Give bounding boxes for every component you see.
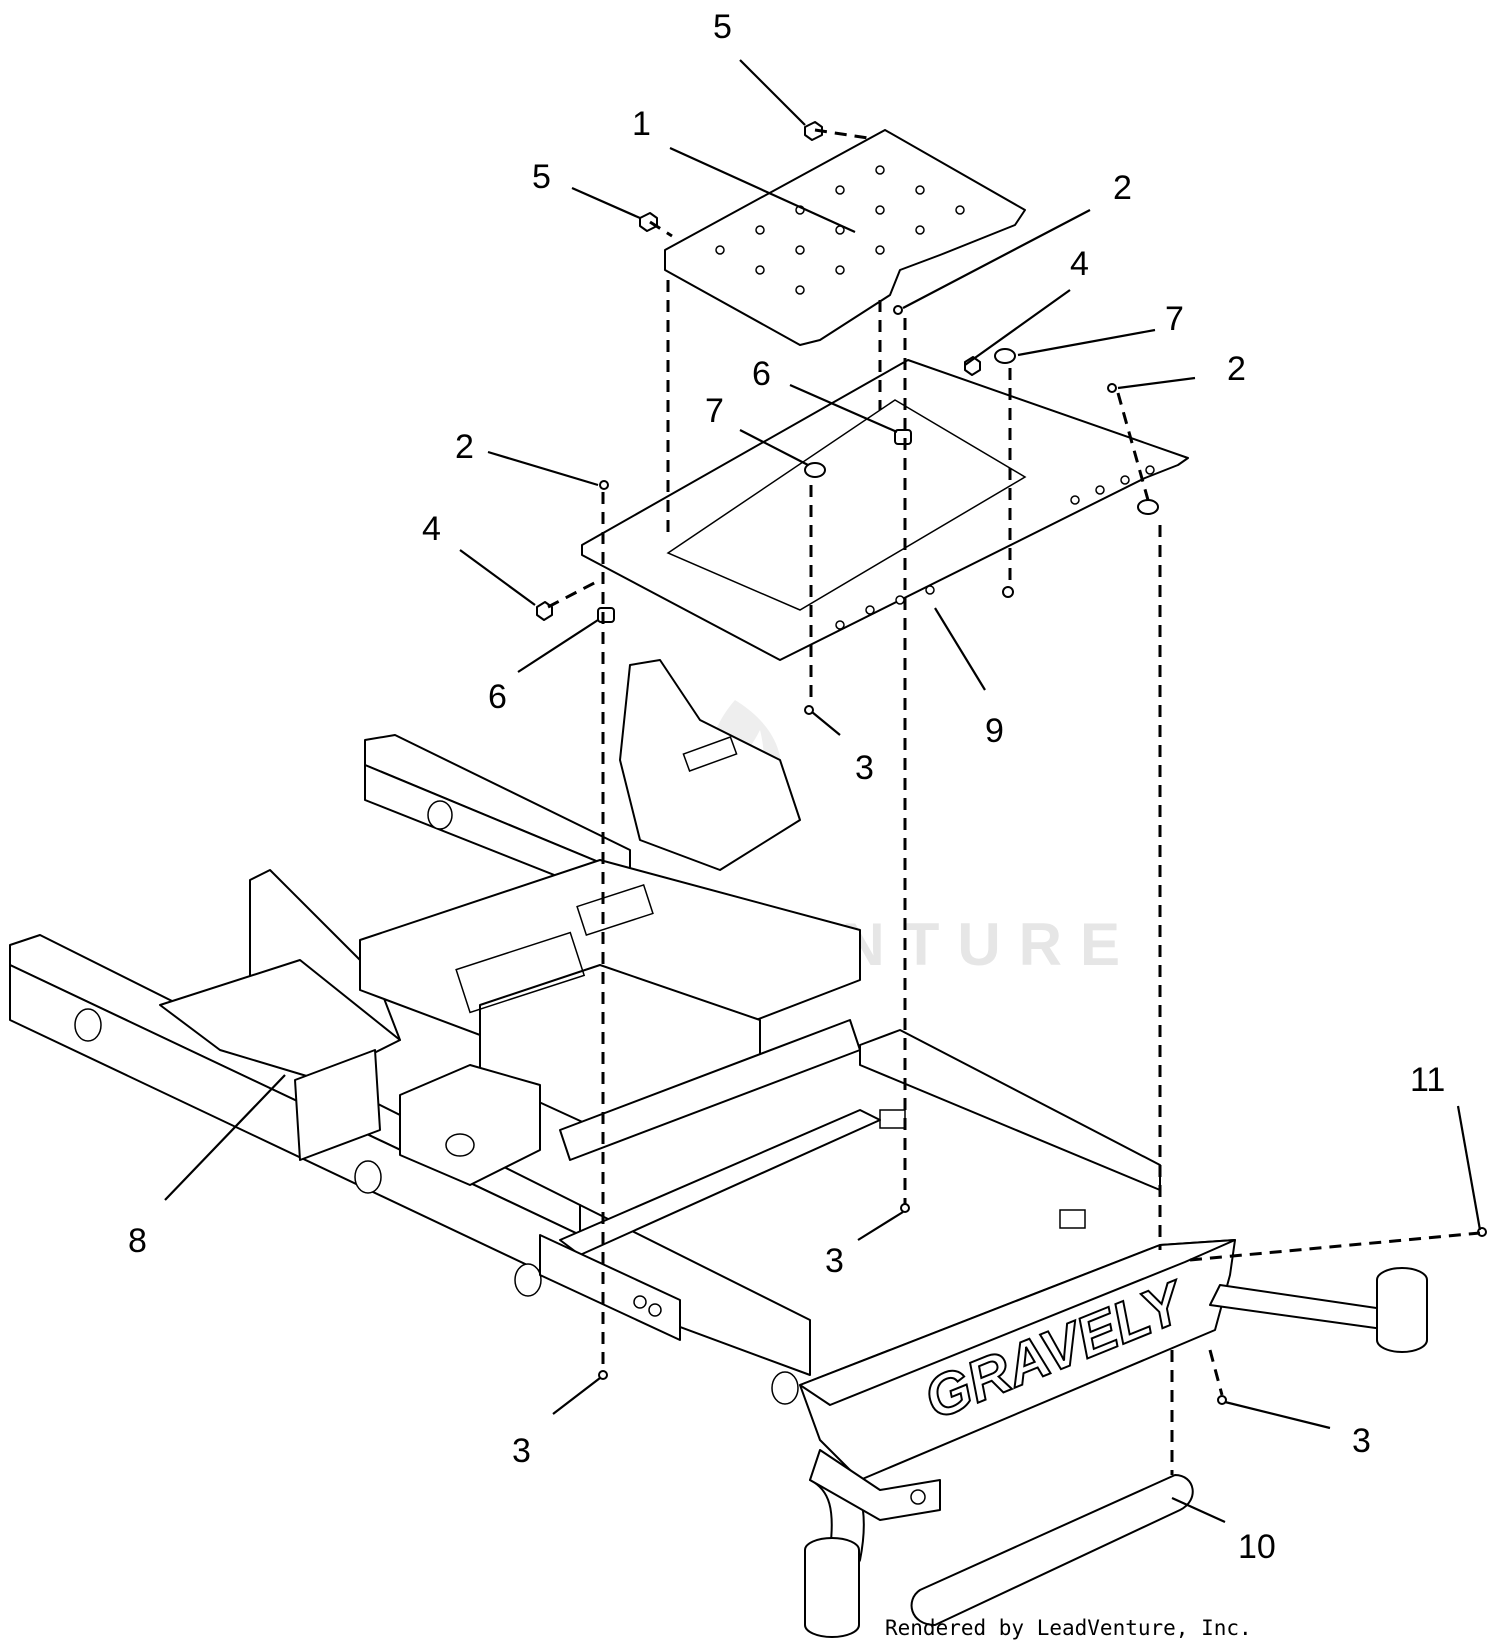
callout-11: 11 bbox=[1410, 1061, 1445, 1099]
callout-5-top: 5 bbox=[713, 8, 732, 46]
callout-3-center: 3 bbox=[825, 1242, 844, 1280]
callout-6-center: 6 bbox=[752, 355, 771, 393]
callouts: 5 1 5 2 4 7 2 6 7 2 4 6 9 3 11 8 3 3 3 1… bbox=[128, 8, 1445, 1566]
callout-4-right: 4 bbox=[1070, 245, 1089, 283]
assembly-lines bbox=[547, 128, 1481, 1475]
spacer-7-right bbox=[1137, 499, 1159, 515]
callout-2-top: 2 bbox=[1113, 169, 1132, 207]
callout-5-left: 5 bbox=[532, 158, 551, 196]
callout-7-center: 7 bbox=[705, 392, 724, 430]
callout-2-right: 2 bbox=[1227, 350, 1246, 388]
spacer-7-left bbox=[804, 462, 826, 478]
screw-2-c bbox=[599, 480, 609, 490]
nut-5 bbox=[639, 212, 658, 232]
main-frame bbox=[9, 659, 1161, 1405]
spacer-7-top bbox=[994, 348, 1016, 364]
credit-text: Rendered by LeadVenture, Inc. bbox=[885, 1616, 1252, 1640]
screw-2-b bbox=[1107, 383, 1117, 393]
platform-plate bbox=[581, 359, 1189, 661]
spacer-6-top bbox=[894, 429, 912, 445]
front-bumper: GRAVELY bbox=[799, 1239, 1428, 1638]
callout-4-left: 4 bbox=[422, 510, 441, 548]
callout-3-upper: 3 bbox=[855, 749, 874, 787]
callout-6-left: 6 bbox=[488, 678, 507, 716]
screw-2-a bbox=[893, 305, 903, 315]
callout-7-right: 7 bbox=[1165, 300, 1184, 338]
callout-3-right: 3 bbox=[1352, 1422, 1371, 1460]
callout-9: 9 bbox=[985, 712, 1004, 750]
hardware bbox=[536, 121, 1487, 1405]
callout-8: 8 bbox=[128, 1222, 147, 1260]
callout-3-left: 3 bbox=[512, 1432, 531, 1470]
callout-10: 10 bbox=[1238, 1528, 1276, 1566]
leader-lines bbox=[164, 59, 1482, 1524]
floor-pan bbox=[664, 129, 1026, 346]
callout-2-left: 2 bbox=[455, 428, 474, 466]
side-pad bbox=[910, 1474, 1194, 1626]
callout-1: 1 bbox=[632, 105, 651, 143]
spacer-6-left bbox=[597, 607, 615, 623]
bolt-5-top bbox=[804, 121, 823, 141]
